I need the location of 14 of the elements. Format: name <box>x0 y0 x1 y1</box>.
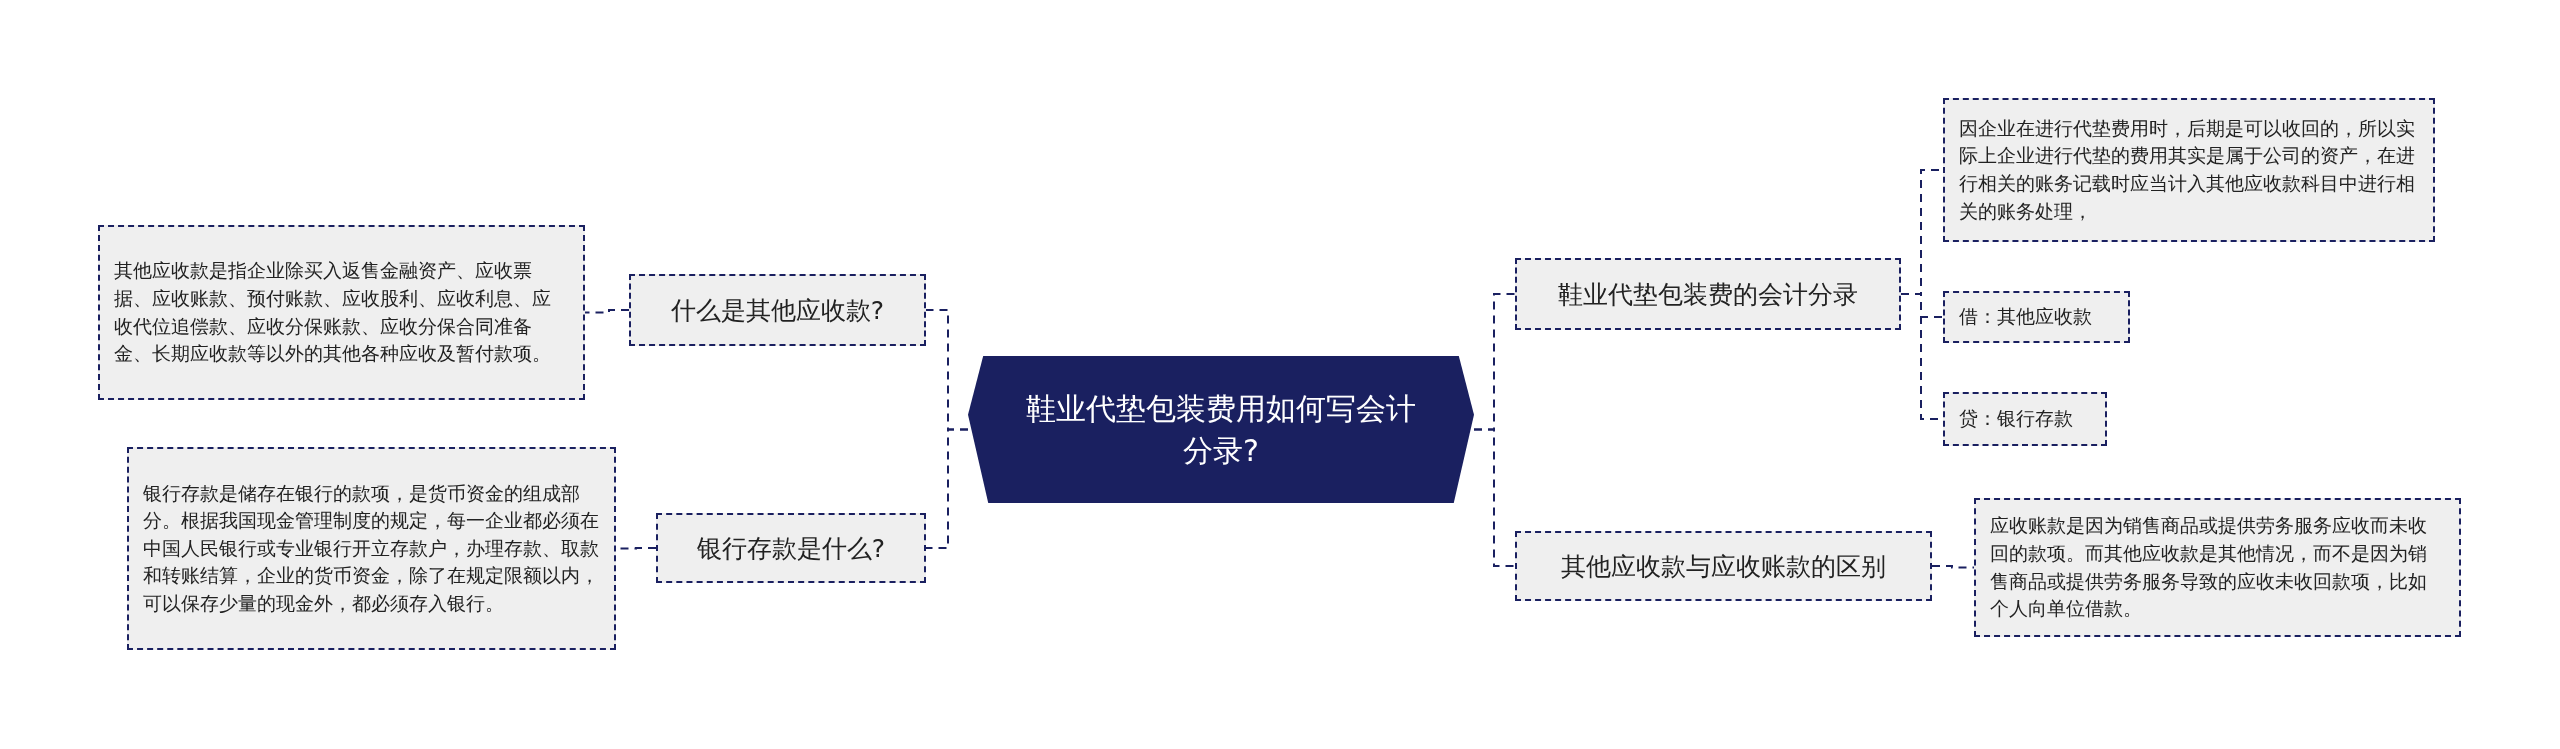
note-box: 因企业在进行代垫费用时，后期是可以收回的，所以实际上企业进行代垫的费用其实是属于公司的资产，在进行相关的账务记载时应当计入其他应收款科目中进行相关的账务处理， <box>1943 98 2435 242</box>
note-box: 应收账款是因为销售商品或提供劳务服务应收而未收回的款项。而其他应收款是其他情况，而不是因为销售商品或提供劳务服务导致的应收未收回款项，比如个人向单位借款。 <box>1974 498 2461 637</box>
note-box: 贷：银行存款 <box>1943 392 2107 446</box>
connector-line <box>925 428 969 549</box>
connector-line <box>1473 428 1516 567</box>
connector-line <box>584 309 630 314</box>
note-box: 借：其他应收款 <box>1943 291 2130 343</box>
topic-box: 鞋业代垫包装费的会计分录 <box>1515 258 1901 330</box>
note-box: 银行存款是储存在银行的款项，是货币资金的组成部分。根据我国现金管理制度的规定，每一企业都必须在中国人民银行或专业银行开立存款户，办理存款、取款和转账结算，企业的货币资金，除了在规定限额以内，可以保存少量的现金外，都必须存入银行。 <box>127 447 616 650</box>
connector-line <box>1931 565 1975 569</box>
topic-box: 什么是其他应收款? <box>629 274 926 346</box>
topic-box: 其他应收款与应收账款的区别 <box>1515 531 1932 601</box>
topic-box: 银行存款是什么? <box>656 513 926 583</box>
note-box: 其他应收款是指企业除买入返售金融资产、应收票据、应收账款、预付账款、应收股利、应收利息、应收代位追偿款、应收分保账款、应收分保合同准备金、长期应收款等以外的其他各种应收及暂付款项。 <box>98 225 585 400</box>
